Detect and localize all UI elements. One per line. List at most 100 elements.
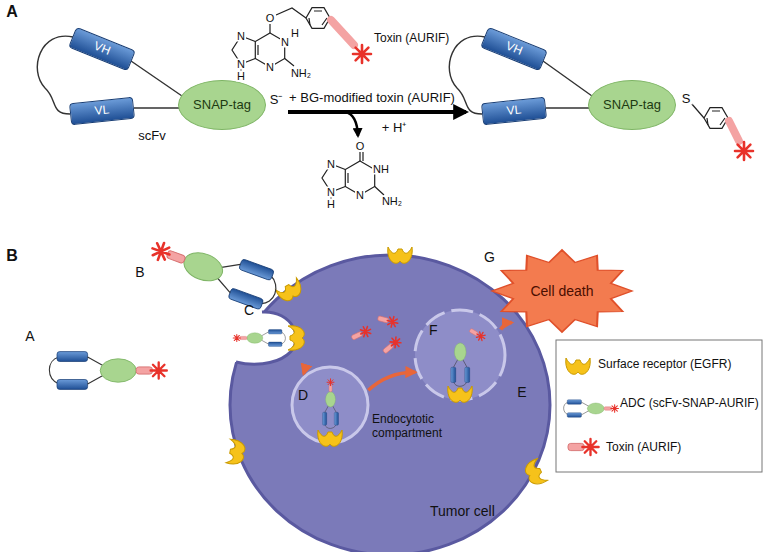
surface-receptor (448, 386, 473, 402)
atom-symbol: N (355, 190, 365, 201)
scfv-left (37, 36, 73, 114)
released-toxin (377, 313, 400, 329)
snap-tag: SNAP-tag (178, 80, 266, 130)
benzyl-product (691, 103, 728, 128)
callout-label: S (680, 92, 693, 105)
legend-text: Toxin (AURIF) (606, 440, 681, 454)
guanine-molecule (331, 152, 384, 200)
process-arrow (501, 323, 512, 330)
guanine-molecule (322, 152, 384, 200)
atom-symbol: N (280, 37, 290, 48)
scfv-right (543, 61, 592, 108)
scfv-left (131, 61, 182, 108)
benzyl-product (704, 108, 728, 129)
tumor-cell-shape (215, 312, 296, 364)
surface-receptor (288, 326, 304, 351)
tumor-cell-shape (215, 255, 550, 552)
starburst-outline (492, 250, 632, 332)
toxin-bar (331, 20, 354, 45)
surface-receptor (522, 458, 547, 487)
callout-label: E (517, 385, 526, 399)
node-label: VH (92, 39, 113, 58)
tumor-cell-shape (230, 255, 550, 552)
atom-symbol: H (326, 199, 336, 210)
benzyl-product (691, 103, 704, 118)
snap-tag: SNAP-tag (588, 80, 676, 130)
toxin-bar (729, 121, 739, 141)
internalising-adc (233, 330, 285, 347)
node-label: C (244, 302, 254, 318)
antibody-remnant (451, 343, 470, 386)
atom-symbol: O (265, 13, 276, 24)
endocytosis-pit: C (238, 300, 304, 370)
benzyl-product (707, 111, 725, 125)
surface-receptor (226, 439, 246, 466)
surface-receptor (275, 278, 304, 304)
legend-text: Surface receptor (EGFR) (598, 357, 731, 371)
node-label: D (298, 387, 308, 403)
atom-symbol: H (290, 28, 300, 39)
atom-symbol: N (236, 59, 246, 70)
atom-symbol: N (326, 159, 336, 170)
node-label: VL (94, 103, 110, 118)
atom-symbol: NH₂ (290, 68, 312, 79)
node-label: VL (506, 103, 522, 118)
callout-label: Toxin (AURIF) (374, 32, 449, 44)
vl-domain: VL (481, 97, 547, 126)
node-label: G (484, 249, 495, 265)
atom-symbol: NH (372, 164, 390, 175)
node-label: Tumor cell (430, 503, 495, 519)
legend-text: ADC (scFv-SNAP-AURIF) (620, 396, 759, 410)
toxin-star (353, 45, 371, 63)
node-label: F (429, 322, 438, 338)
process-arrow (368, 372, 415, 390)
atom-symbol: N (326, 187, 336, 198)
bg-toxin-molecule (276, 8, 306, 18)
reaction-arrow (288, 110, 466, 114)
node-label: SNAP-tag (193, 98, 251, 113)
callout-label: scFv (138, 129, 165, 142)
released-toxin (350, 324, 373, 342)
vesicle-f (415, 310, 505, 400)
panel-letter: A (6, 4, 18, 20)
bg-toxin-molecule (232, 8, 330, 72)
atom-symbol: H (236, 71, 246, 82)
tumor-cell: Tumor cellCDEndocytotic compartmentF (230, 255, 550, 552)
node-caption: Endocytotic compartment (372, 413, 472, 441)
callout-label: + BG-modified toxin (AURIF) (287, 91, 457, 104)
cell-death-burst: GCell death (492, 250, 632, 332)
node-caption: Cell death (530, 283, 593, 299)
node-label: SNAP-tag (603, 98, 661, 113)
lysosome: F (415, 310, 505, 400)
callout-label: S⁻ (268, 93, 285, 106)
legend-box (556, 340, 762, 472)
endocytotic-compartment: DEndocytotic compartment (292, 367, 368, 443)
bg-toxin-molecule (309, 11, 327, 25)
vh-domain: VH (68, 27, 136, 71)
bg-toxin-molecule (306, 8, 330, 29)
atom-symbol: N (265, 62, 275, 73)
endosomal-adc (323, 379, 339, 429)
node-label: VH (504, 39, 525, 58)
atom-symbol: NH₂ (381, 196, 403, 207)
legend-receptor-icon (566, 358, 591, 374)
legend-toxin-icon (568, 439, 599, 455)
vh-domain: VH (480, 27, 548, 71)
released-toxin (381, 335, 404, 356)
leaving-group-arrow (345, 112, 358, 136)
callout-label: A (25, 329, 34, 343)
callout-label: B (135, 265, 144, 279)
toxin-star (735, 142, 753, 160)
released-toxin (468, 326, 487, 342)
vl-domain: VL (69, 97, 135, 126)
surface-receptor (388, 247, 413, 263)
process-arrow (302, 372, 303, 373)
callout-label: + H⁺ (380, 121, 409, 134)
legend-adc-icon (564, 400, 619, 418)
surface-receptor (318, 430, 343, 446)
bg-toxin-molecule (241, 24, 294, 72)
atom-symbol: O (355, 141, 366, 152)
atom-symbol: N (236, 31, 246, 42)
vesicle-f (415, 310, 505, 400)
panel-letter: B (6, 248, 18, 264)
